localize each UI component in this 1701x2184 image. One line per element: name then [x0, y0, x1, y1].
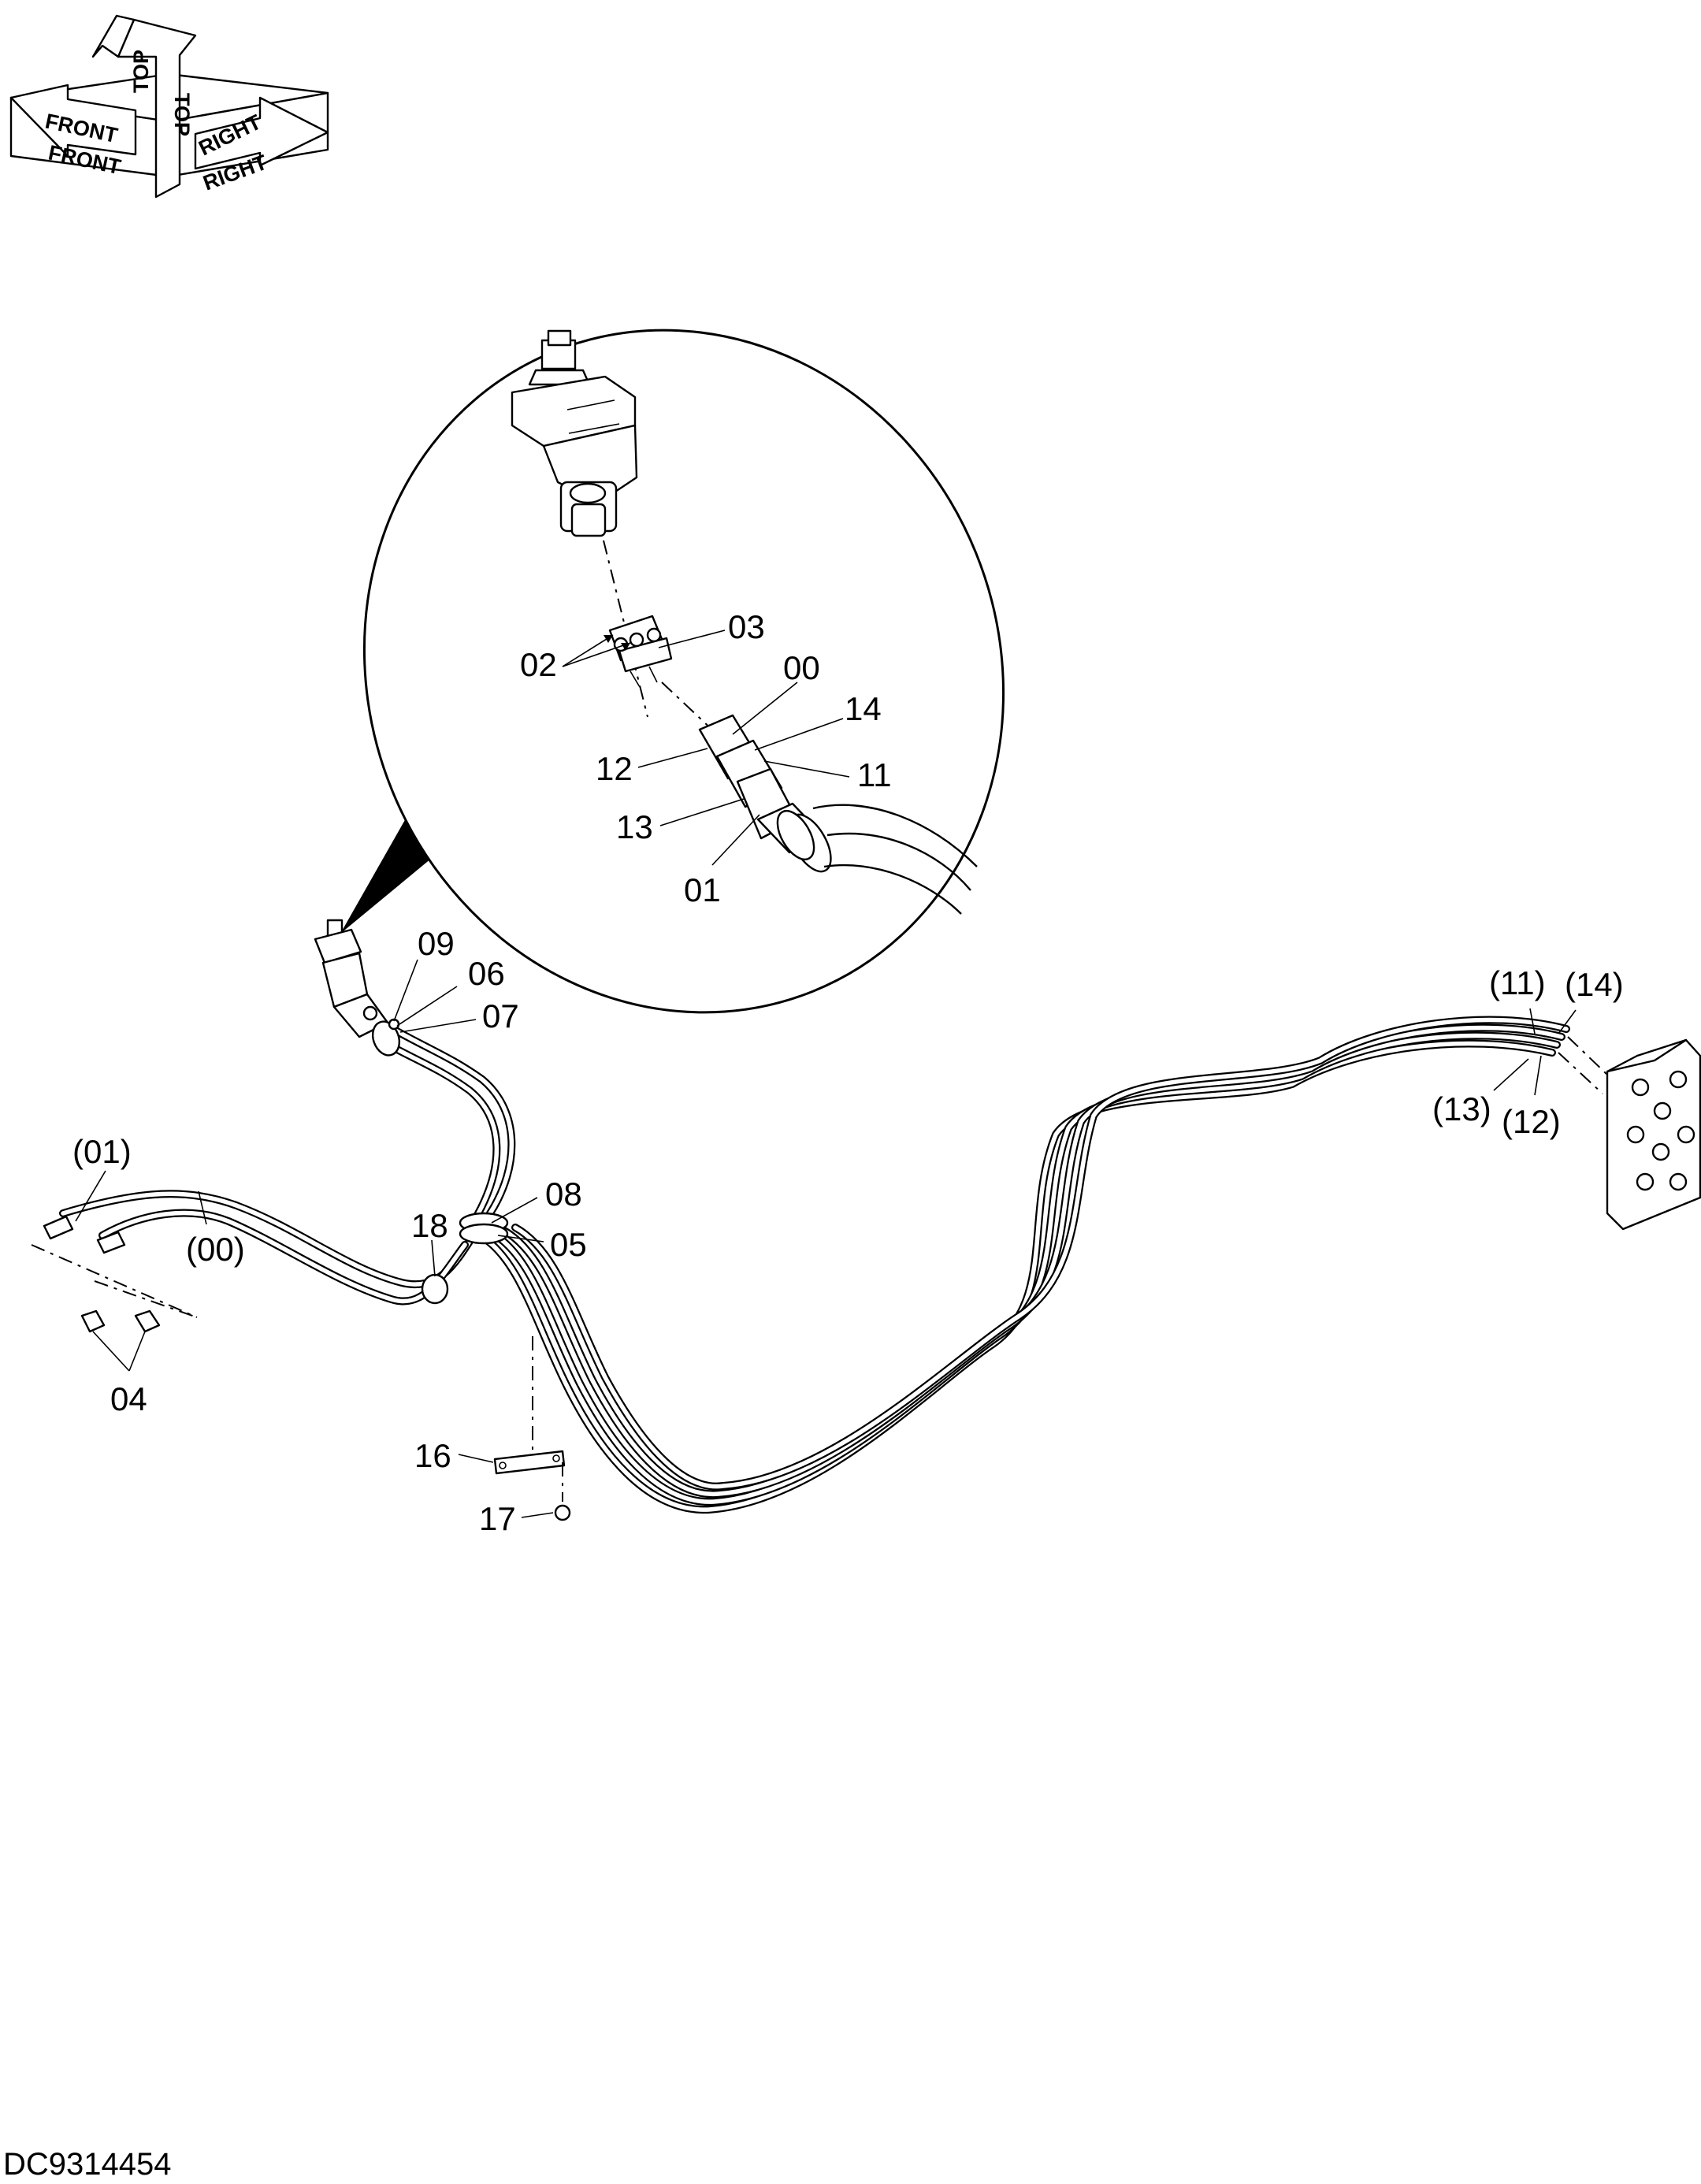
hose-fittings-detail — [698, 714, 832, 873]
callout-12-ref: (12) — [1502, 1103, 1561, 1140]
detail-view — [340, 329, 1005, 1014]
pilot-valve-detail — [511, 329, 638, 537]
callout-13-ref: (13) — [1432, 1090, 1491, 1127]
clamp-18 — [421, 1273, 449, 1305]
callout-16: 16 — [414, 1437, 451, 1474]
bolt-17 — [554, 1504, 571, 1521]
callout-11: 11 — [857, 756, 892, 793]
orientation-top-label-2: TOP — [170, 93, 194, 136]
callout-11-ref: (11) — [1489, 964, 1546, 1001]
drawing-number: DC9314454 — [3, 2147, 172, 2182]
callout-00-ref: (00) — [186, 1231, 245, 1268]
fitting-cluster-detail — [608, 615, 673, 688]
orientation-top-label-1: TOP — [129, 50, 153, 93]
callout-01-ref: (01) — [72, 1133, 132, 1170]
pilot-valve — [314, 919, 389, 1038]
callout-08: 08 — [545, 1176, 582, 1213]
callout-07: 07 — [482, 997, 519, 1034]
orientation-indicator: TOP TOP FRONT FRONT RIGHT RIGHT — [9, 14, 329, 199]
callout-00: 00 — [783, 649, 820, 686]
callout-03: 03 — [728, 608, 765, 645]
callout-12: 12 — [596, 750, 633, 787]
plate-16 — [493, 1450, 566, 1475]
callout-14: 14 — [845, 690, 882, 727]
plugs-04 — [80, 1309, 161, 1333]
hose-end-fittings-left — [43, 1215, 126, 1254]
callout-09: 09 — [418, 925, 455, 962]
leader-lines — [75, 959, 1577, 1518]
callout-05: 05 — [550, 1226, 587, 1263]
control-valve — [1606, 1038, 1701, 1231]
clamp-upper — [371, 1018, 401, 1057]
callout-14-ref: (14) — [1565, 966, 1624, 1003]
callout-18: 18 — [411, 1207, 448, 1244]
clamp-middle — [459, 1212, 509, 1245]
callout-04: 04 — [110, 1380, 147, 1417]
callout-13: 13 — [616, 808, 653, 845]
detail-ellipse — [362, 329, 1005, 1014]
hose-bundle — [59, 1016, 1570, 1514]
callout-02: 02 — [520, 646, 557, 683]
callout-06: 06 — [468, 955, 505, 992]
callout-17: 17 — [479, 1500, 516, 1537]
callout-01: 01 — [684, 871, 721, 908]
